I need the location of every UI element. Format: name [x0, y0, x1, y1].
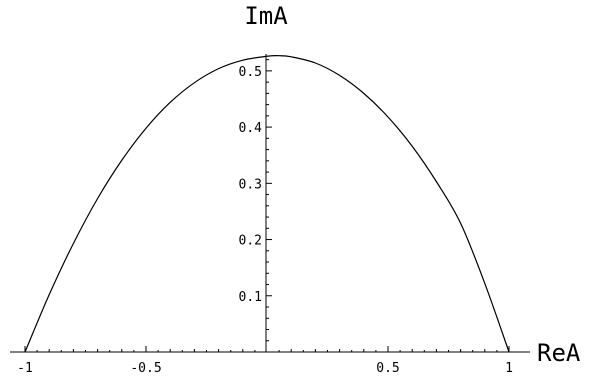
- y-tick-label: 0.3: [239, 177, 262, 192]
- y-axis: 0.1 0.2 0.3 0.4 0.5 ImA: [239, 2, 288, 352]
- y-tick-label: 0.1: [239, 290, 262, 305]
- series-curve: [24, 55, 510, 353]
- y-axis-title: ImA: [244, 2, 288, 30]
- x-axis-title: ReA: [537, 339, 581, 367]
- y-tick-label: 0.5: [239, 65, 262, 80]
- x-tick-label: -0.5: [130, 361, 161, 376]
- x-tick-label: -1: [17, 361, 33, 376]
- y-tick-label: 0.2: [239, 234, 262, 249]
- x-axis: -1 -0.5 0.5 1 ReA: [10, 339, 581, 376]
- x-tick-label: 0.5: [376, 361, 399, 376]
- x-tick-label: 1: [505, 361, 513, 376]
- series-layer: [24, 55, 510, 353]
- y-tick-label: 0.4: [239, 121, 263, 136]
